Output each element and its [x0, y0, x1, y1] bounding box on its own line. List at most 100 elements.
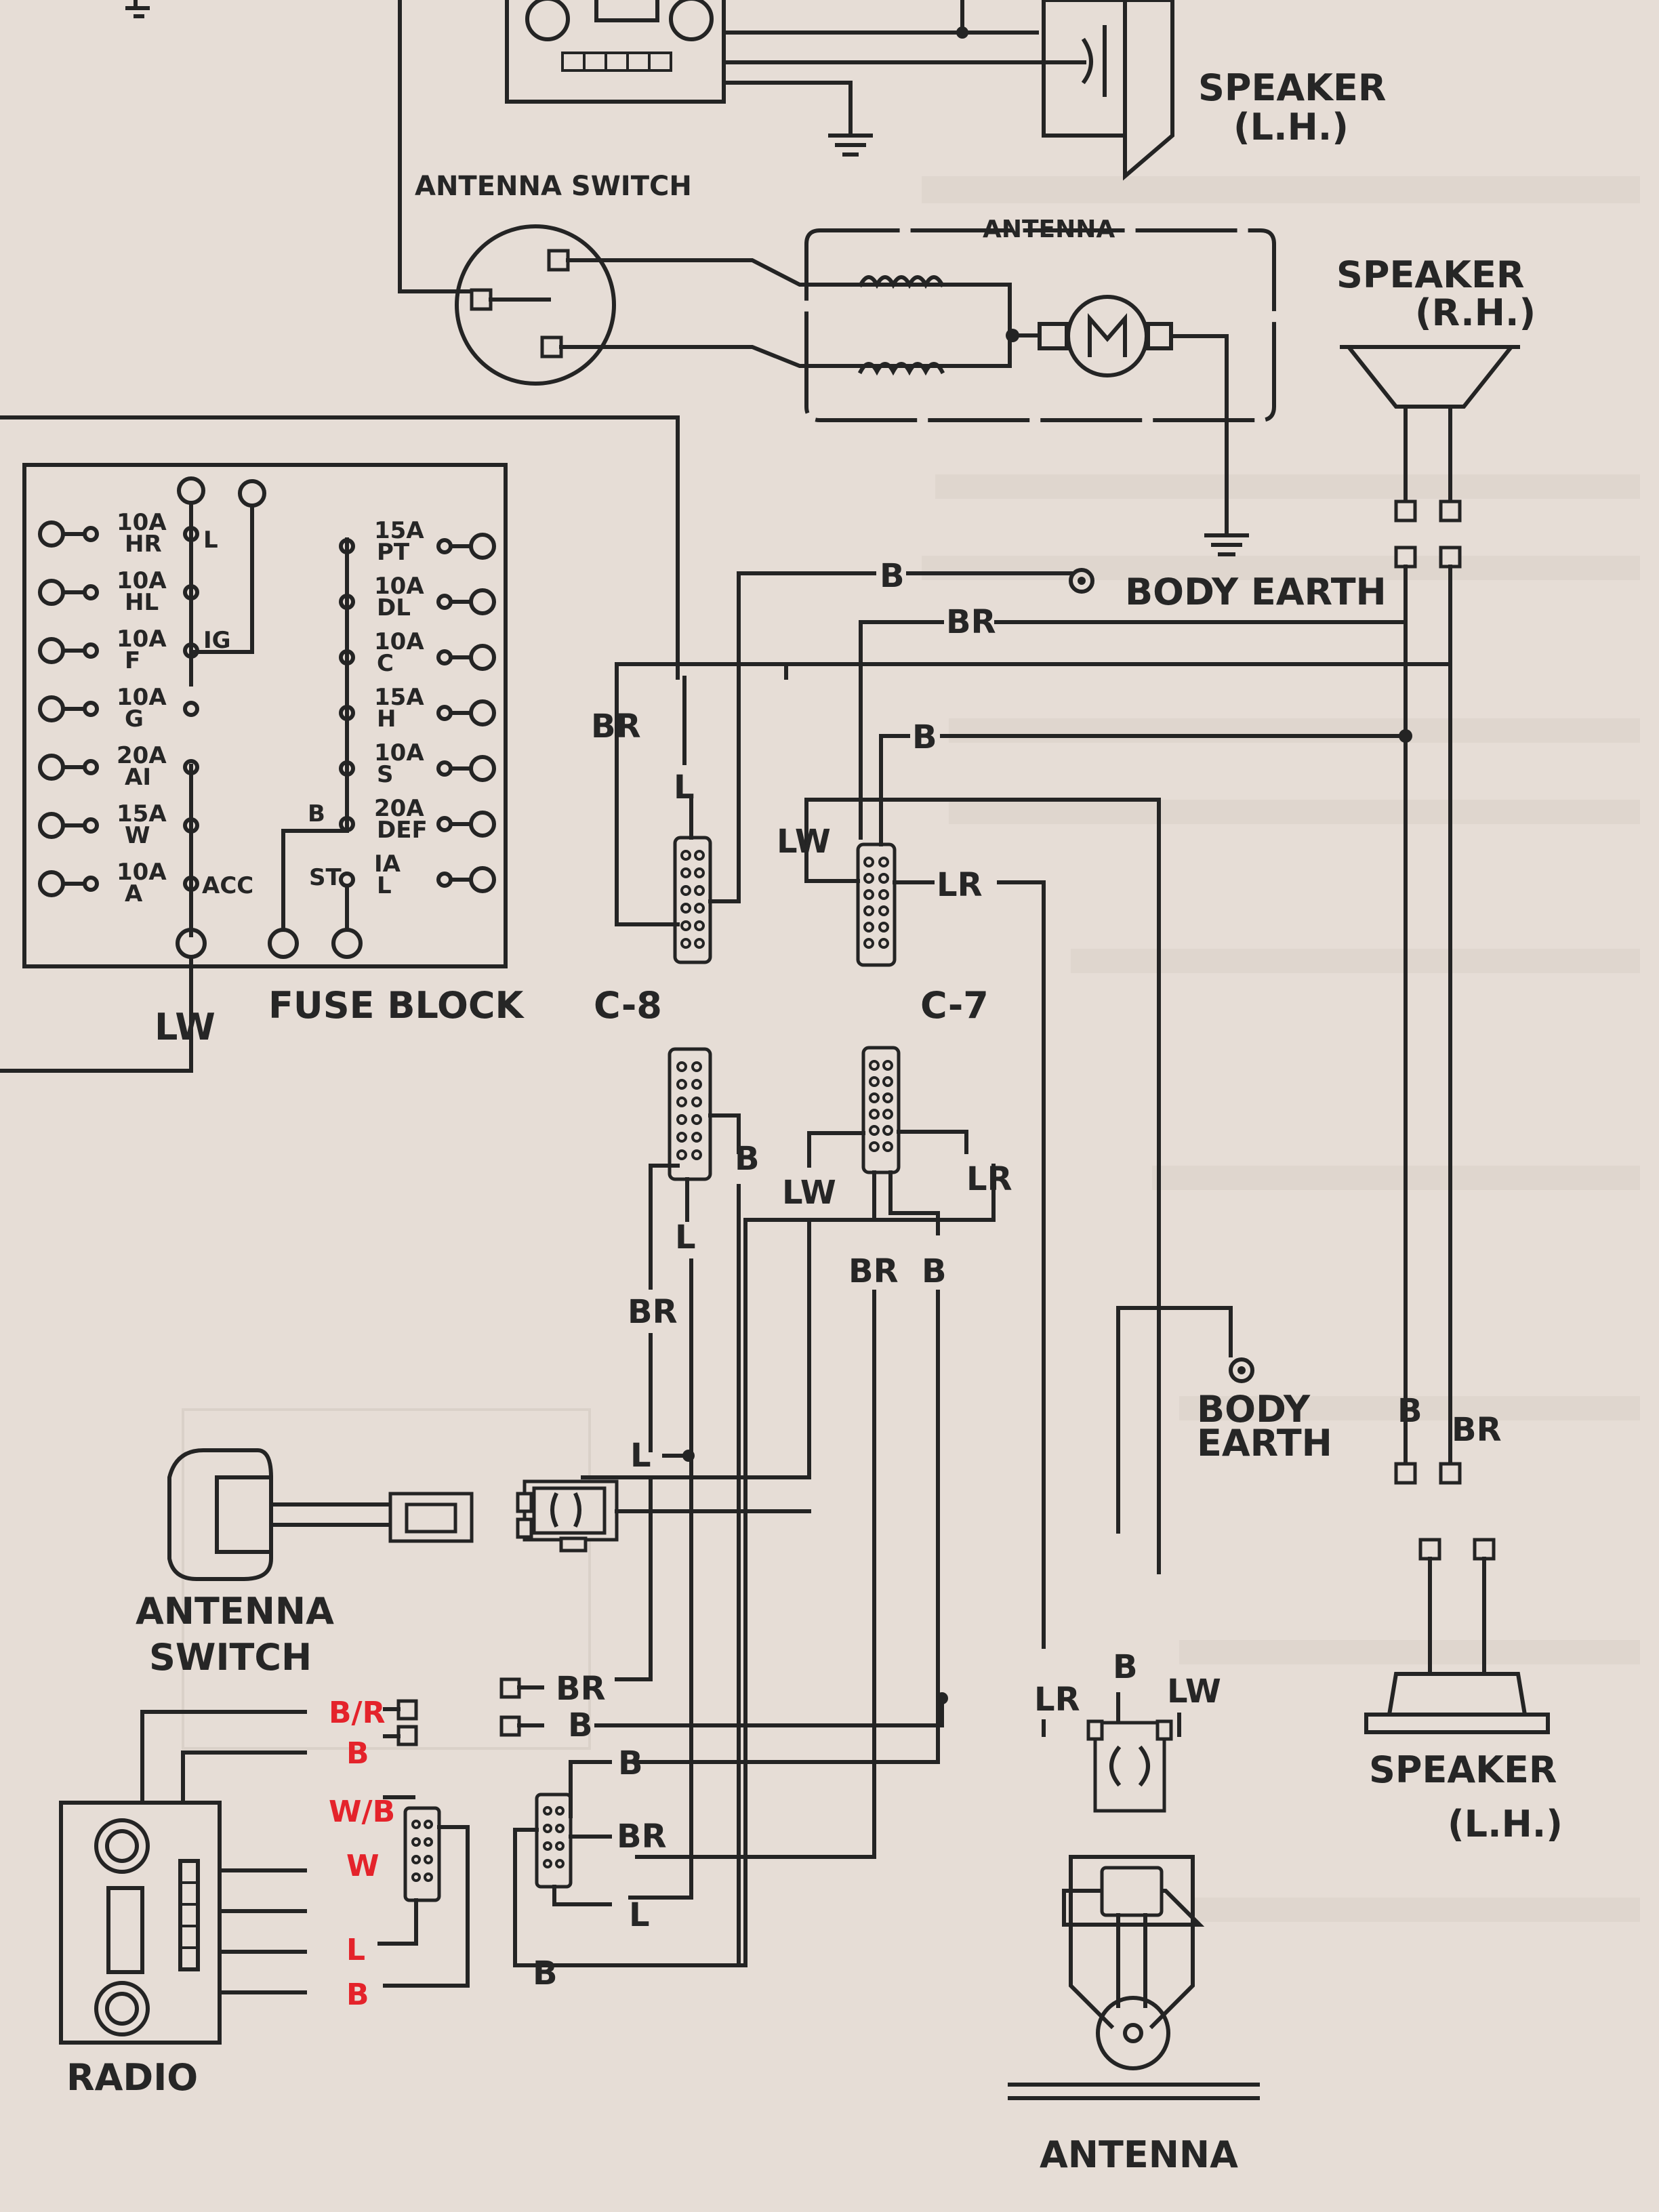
wire-lw-ant: LW	[1167, 1673, 1221, 1711]
wire-lr-c7-lower: LR	[966, 1160, 1012, 1198]
wire-br-radio-row: BR	[556, 1670, 606, 1708]
body-earth-top-label: BODY EARTH	[1125, 571, 1387, 613]
wire-lw-c7: LW	[777, 823, 831, 861]
antenna-switch-top-label: ANTENNA SWITCH	[415, 171, 692, 202]
c8-label: C-8	[594, 984, 662, 1027]
l-c8-lower-wire	[628, 1258, 693, 1900]
radio-wire-label-5: B	[346, 1978, 369, 2012]
radio-wire-label-3: W	[346, 1849, 380, 1883]
antenna-switch-top	[455, 224, 616, 386]
speaker-lh-top-label: SPEAKER	[1198, 66, 1386, 109]
antenna-switch-bottom	[167, 1448, 619, 1581]
wire-l-c8-lower: L	[675, 1218, 696, 1256]
bus-ig-label: IG	[203, 627, 231, 654]
wire-lr-c7: LR	[937, 866, 983, 904]
ground-icon-antenna	[1204, 472, 1249, 556]
radio-wire-label-1: B	[346, 1736, 369, 1771]
wire-b-bottom: B	[533, 1954, 558, 1992]
radio-b-wire	[181, 1750, 307, 1805]
connector-c7-lower	[861, 1046, 901, 1174]
antenna-switch-bottom-label-1: ANTENNA	[136, 1590, 334, 1633]
fuse-right-amp-2: 10A	[374, 628, 424, 655]
wire-b-c8-lower: B	[735, 1140, 760, 1178]
connector-c8-lower	[668, 1047, 712, 1181]
wire-br-mid: BR	[628, 1293, 678, 1331]
lr-c7-wire	[997, 880, 1046, 1649]
b-body-earth-wire	[737, 571, 876, 903]
wire-br-plug: BR	[617, 1818, 667, 1856]
c7-label: C-7	[920, 984, 989, 1027]
fuse-left-code-6: A	[125, 880, 143, 907]
radio-wire-label-4: L	[346, 1933, 365, 1967]
bus-acc-label: ACC	[202, 872, 253, 899]
fuse-right-amp-0: 15A	[374, 517, 424, 544]
body-earth-mid-terminal	[1229, 1357, 1254, 1383]
connector-c8	[673, 836, 712, 964]
wire-b-upper: B	[912, 718, 937, 756]
antenna-bottom-label: ANTENNA	[1040, 2133, 1238, 2176]
bus-b-label: B	[308, 800, 325, 827]
connector-c7	[856, 842, 897, 967]
ground-icon	[828, 134, 873, 157]
fuse-left-amp-1: 10A	[117, 567, 167, 594]
speaker-rh	[1340, 345, 1520, 569]
wire-b-body-earth: B	[880, 557, 905, 595]
radio-to-switch-wire	[398, 0, 483, 293]
fuse-right-code-5: DEF	[377, 817, 428, 844]
body-earth-mid-label-1: BODY	[1197, 1388, 1311, 1431]
speaker-rh-side: (R.H.)	[1415, 291, 1536, 334]
fuse-left-amp-4: 20A	[117, 742, 167, 769]
fuse-right-code-3: H	[377, 705, 396, 733]
fuse-right-code-1: DL	[377, 594, 411, 621]
radio-top-ground-wire	[722, 81, 853, 138]
speaker-rh-label: SPEAKER	[1336, 253, 1524, 296]
fuse-right-code-6: L	[377, 872, 392, 899]
radio-wire-label-0: B/R	[329, 1696, 386, 1730]
radio-br-wire	[140, 1710, 307, 1805]
br-mid-wire	[615, 1475, 653, 1681]
wire-lw-c7-lower: LW	[782, 1174, 836, 1212]
fuse-lw-label: LW	[155, 1006, 216, 1048]
fuse-left-code-1: HL	[125, 589, 159, 616]
fuse-left-amp-5: 15A	[117, 800, 167, 827]
wire-b-c7-lower: B	[922, 1252, 947, 1290]
speaker-lh-top-side: (L.H.)	[1233, 106, 1349, 148]
fuse-right-6: IAL	[339, 851, 496, 899]
antenna-connector-bottom	[1086, 1719, 1173, 1813]
wire-b-spk: B	[1397, 1392, 1422, 1430]
fuse-right-amp-3: 15A	[374, 684, 424, 711]
bus-l-label: L	[203, 527, 218, 554]
body-earth-top-terminal	[1069, 568, 1094, 594]
wire-br-top: BR	[946, 603, 996, 641]
radio-label: RADIO	[66, 2056, 198, 2099]
fuse-left-code-5: W	[125, 822, 150, 849]
fuse-left-amp-3: 10A	[117, 684, 167, 711]
fuse-left-amp-6: 10A	[117, 859, 167, 886]
wire-l-plug: L	[629, 1896, 650, 1934]
fuse-left-amp-0: 10A	[117, 509, 167, 536]
background-ghost-text	[182, 176, 1640, 1922]
fuse-right-amp-6: IA	[374, 851, 401, 878]
body-earth-mid-wire	[1116, 1306, 1233, 1534]
wire-br-c7-lower: BR	[848, 1252, 899, 1290]
fuse-feed-wire	[0, 415, 680, 680]
br-left-wire	[615, 662, 788, 926]
fuse-block	[22, 463, 508, 968]
harness-connectors	[499, 1677, 612, 1967]
fuse-left-code-4: AI	[125, 764, 151, 791]
radio-bottom-unit	[59, 1801, 222, 2045]
fuse-right-code-4: S	[377, 761, 394, 788]
fuse-left-code-3: G	[125, 705, 144, 733]
wire-l-mid: L	[630, 1437, 651, 1475]
